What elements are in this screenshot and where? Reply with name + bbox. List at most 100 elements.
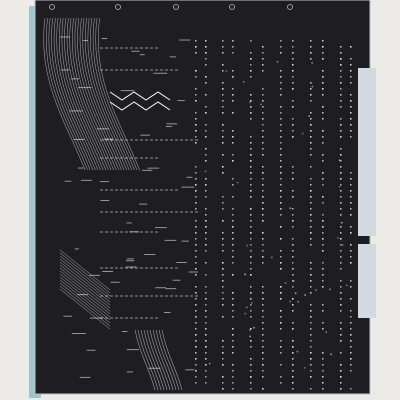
solder-pad [280,76,282,78]
solder-pad [250,196,252,198]
mounting-hole [287,4,293,10]
solder-pad [222,88,224,90]
solder-pad [340,208,342,210]
solder-pad [195,118,197,120]
solder-pad [292,88,294,90]
solder-pad [340,118,342,120]
solder-pad [195,322,197,324]
solder-pad [195,52,197,54]
solder-pad [205,274,207,276]
solder-pad [250,214,252,216]
solder-pad [262,334,264,336]
solder-pad [292,166,294,168]
solder-pad [205,370,207,372]
wire-trace [43,17,86,171]
accent-dot [270,256,273,259]
solder-pad [262,88,264,90]
solder-pad [340,382,342,384]
solder-pad [262,58,264,60]
solder-pad [195,334,197,336]
solder-pad [195,172,197,174]
solder-pad [322,226,324,228]
wire-trace [158,329,180,391]
solder-pad [250,340,252,342]
solder-pad [340,196,342,198]
solder-pad [292,208,294,210]
solder-pad [232,46,234,48]
solder-pad [195,70,197,72]
solder-pad [310,292,312,294]
solder-pad [280,112,282,114]
wire-trace [59,276,111,318]
solder-pad [222,376,224,378]
solder-pad [340,106,342,108]
solder-pad [280,70,282,72]
solder-pad [322,52,324,54]
solder-pad [205,298,207,300]
solder-pad [292,100,294,102]
solder-pad [310,58,312,60]
solder-pad [340,160,342,162]
solder-pad [195,310,197,312]
solder-pad [250,136,252,138]
wire-trace [72,17,114,171]
solder-pad [232,244,234,246]
solder-pad [205,358,207,360]
solder-pad [322,262,324,264]
solder-pad [340,148,342,150]
solder-pad [232,88,234,90]
solder-pad [280,292,282,294]
solder-pad [350,358,352,360]
solder-pad [222,166,224,168]
solder-pad [322,376,324,378]
solder-pad [250,286,252,288]
wire-trace [59,255,111,297]
wire-trace [79,17,122,171]
solder-pad [310,376,312,378]
solder-pad [310,238,312,240]
solder-pad [250,40,252,42]
wire-trace [59,249,111,291]
solder-pad [340,184,342,186]
wire-trace [85,17,127,171]
solder-pad [222,208,224,210]
solder-pad [310,370,312,372]
solder-pad [340,352,342,354]
accent-dot [325,331,328,334]
solder-pad [232,220,234,222]
solder-pad [205,82,207,84]
solder-pad [322,352,324,354]
solder-pad [262,262,264,264]
solder-pad [195,202,197,204]
solder-pad [280,106,282,108]
solder-pad [280,322,282,324]
solder-pad [350,340,352,342]
solder-pad [280,94,282,96]
solder-pad [250,274,252,276]
solder-pad [292,256,294,258]
wire-trace [59,264,111,306]
accent-dot [245,306,248,309]
solder-pad [222,262,224,264]
solder-pad [280,202,282,204]
mounting-hole [115,4,121,10]
wire-trace [59,252,111,294]
wire-trace [161,329,183,391]
solder-pad [195,196,197,198]
solder-pad [205,286,207,288]
solder-pad [195,40,197,42]
solder-pad [322,184,324,186]
circuit-traces [43,17,200,391]
wire-trace [95,17,138,171]
solder-pad [340,154,342,156]
wire-trace [59,279,111,321]
solder-pad [232,142,234,144]
solder-pad [222,280,224,282]
solder-pad [340,64,342,66]
solder-pad [340,136,342,138]
board-tab-upper [358,68,376,236]
solder-pad [292,76,294,78]
accent-dot [338,185,341,188]
solder-pad [222,64,224,66]
solder-pad [222,70,224,72]
